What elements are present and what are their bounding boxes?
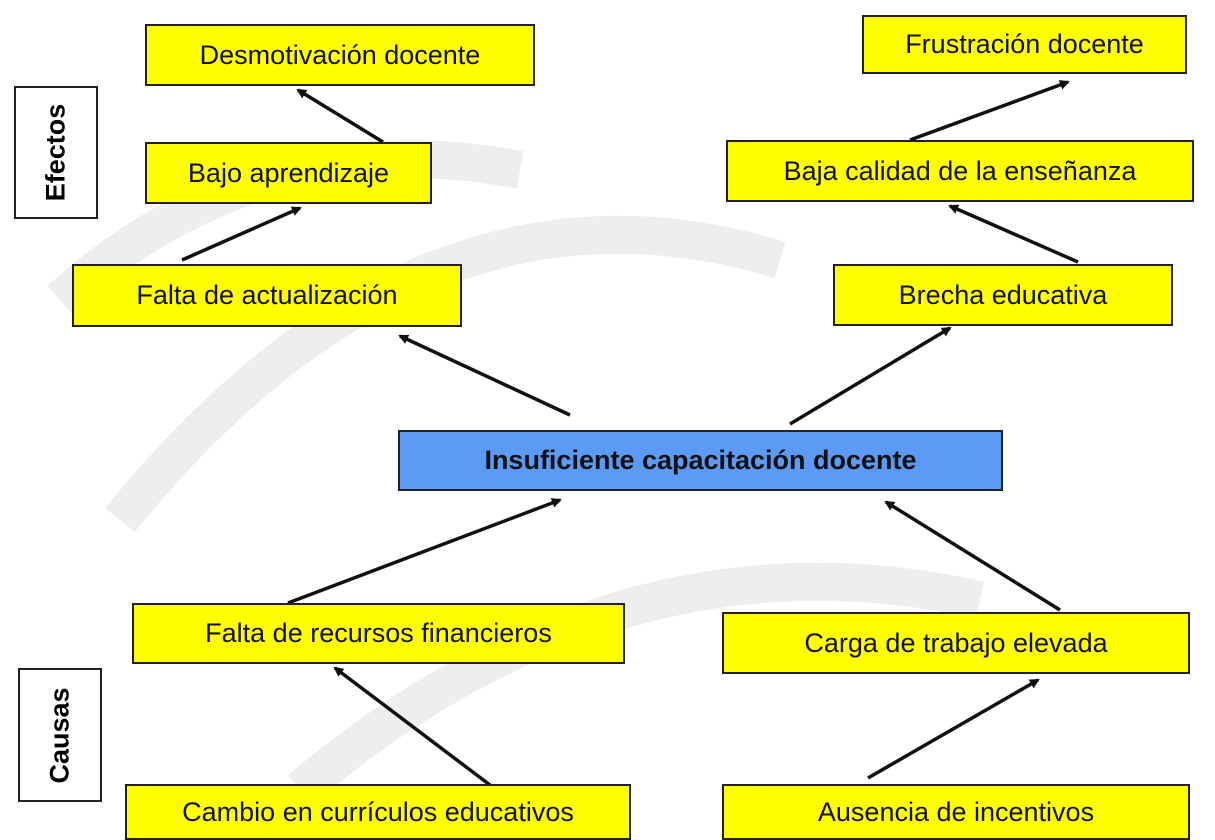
cause-carga-trabajo: Carga de trabajo elevada (722, 612, 1190, 674)
arrow-cambio-to-falta-recursos (333, 666, 492, 787)
effects-label-text: Efectos (40, 103, 71, 202)
effect-baja-calidad-ensenanza: Baja calidad de la enseñanza (726, 140, 1194, 202)
effect-brecha-educativa: Brecha educativa (833, 264, 1173, 326)
cause-cambio-curriculos: Cambio en currículos educativos (125, 784, 631, 840)
arrow-core-to-brecha (789, 326, 952, 426)
arrow-baja-calidad-to-frustracion (909, 80, 1070, 142)
arrow-brecha-to-baja-calidad (948, 204, 1079, 264)
arrow-bajo-to-desmotivacion (296, 88, 384, 144)
arrow-falta-actualizacion-to-bajo (181, 206, 302, 262)
effects-side-label: Efectos (14, 86, 98, 219)
core-problem: Insuficiente capacitación docente (398, 430, 1003, 491)
effect-frustracion-docente: Frustración docente (862, 15, 1187, 74)
cause-ausencia-incentivos: Ausencia de incentivos (722, 784, 1190, 840)
arrow-ausencia-to-carga (867, 678, 1040, 780)
effect-desmotivacion-docente: Desmotivación docente (145, 24, 535, 86)
effect-falta-actualizacion: Falta de actualización (72, 264, 462, 327)
causes-label-text: Causas (44, 686, 75, 784)
arrow-falta-recursos-to-core (287, 498, 562, 605)
arrow-core-to-falta-actualizacion (398, 334, 571, 417)
arrow-carga-to-core (884, 500, 1061, 612)
effect-bajo-aprendizaje: Bajo aprendizaje (145, 142, 432, 204)
cause-falta-recursos-financieros: Falta de recursos financieros (132, 603, 625, 664)
causes-side-label: Causas (18, 668, 102, 802)
